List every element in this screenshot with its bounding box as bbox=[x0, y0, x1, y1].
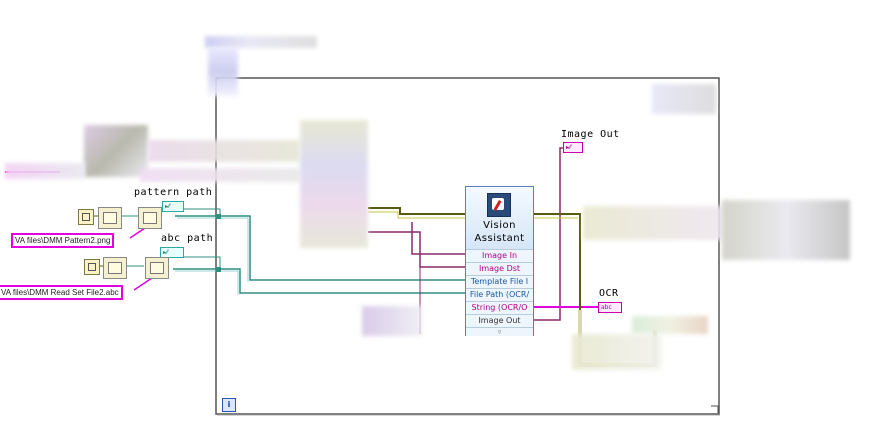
pattern-base-constant[interactable] bbox=[78, 209, 94, 225]
terminal-image-dst[interactable]: Image Dst bbox=[466, 262, 533, 275]
abc-base-constant[interactable] bbox=[84, 259, 100, 275]
abc-strip-path-node[interactable] bbox=[145, 257, 169, 279]
image-dst-terminal-wire bbox=[368, 231, 466, 268]
image-in-wire-2 bbox=[368, 211, 466, 219]
pattern-path-wire bbox=[175, 215, 466, 281]
terminal-image-out[interactable]: Image Out bbox=[466, 314, 533, 327]
blurred-left-band-bottom bbox=[140, 168, 300, 182]
abc-path-junction bbox=[216, 267, 221, 272]
blurred-left-cluster bbox=[84, 125, 148, 177]
vision-assistant-expand-arrow[interactable]: ▿ bbox=[466, 327, 533, 336]
pattern-path-wire-inner bbox=[177, 217, 249, 282]
blurred-cluster-node bbox=[300, 120, 368, 248]
ocr-indicator[interactable]: abc bbox=[598, 302, 622, 313]
vision-assistant-title-2: Assistant bbox=[474, 233, 525, 244]
loop-frame bbox=[215, 77, 720, 415]
pattern-strip-path-node[interactable] bbox=[138, 207, 162, 229]
vision-assistant-title-1: Vision bbox=[483, 220, 516, 231]
loop-iteration-terminal[interactable]: i bbox=[222, 398, 236, 412]
blurred-top-node bbox=[208, 48, 238, 96]
blurred-left-string bbox=[5, 163, 85, 179]
image-out-label: Image Out bbox=[561, 129, 620, 140]
frame-corner-mark bbox=[711, 405, 719, 413]
blurred-right-band bbox=[583, 206, 723, 240]
abc-path-wire-inner bbox=[175, 270, 239, 295]
abc-path-wire bbox=[173, 268, 466, 294]
terminal-file-path-ocr[interactable]: File Path (OCR/ bbox=[466, 288, 533, 301]
pattern-path-junction bbox=[216, 214, 221, 219]
pattern-file-constant[interactable]: VA files\DMM Pattern2.png bbox=[11, 233, 115, 248]
terminal-image-in[interactable]: Image In bbox=[466, 249, 533, 262]
blurred-left-band-top bbox=[148, 140, 300, 162]
blurred-lower-left-band bbox=[572, 334, 662, 370]
cluster-out-wire bbox=[532, 213, 581, 310]
blurred-title bbox=[205, 36, 317, 48]
image-out-indicator[interactable]: ▸⁄⁄ bbox=[563, 142, 583, 153]
vision-assistant-vi[interactable]: Vision Assistant Image In Image Dst Temp… bbox=[465, 186, 534, 336]
path-const-link-1 bbox=[129, 227, 146, 239]
blurred-bottom-node bbox=[362, 306, 422, 336]
terminal-string-ocr[interactable]: String (OCR/O bbox=[466, 301, 533, 314]
path-const-link-2 bbox=[133, 277, 153, 291]
blurred-error-node bbox=[632, 316, 708, 334]
image-in-wire bbox=[368, 207, 466, 215]
abc-file-constant[interactable]: VA files\DMM Read Set File2.abc bbox=[0, 285, 123, 300]
vision-assistant-icon bbox=[487, 193, 511, 217]
pattern-path-indicator[interactable]: ▸⁄⁄ bbox=[162, 201, 184, 212]
blurred-right-output bbox=[722, 200, 850, 260]
image-out-wire bbox=[532, 147, 566, 321]
abc-build-path-node[interactable] bbox=[103, 257, 127, 279]
abc-path-label: abc path bbox=[161, 233, 214, 244]
pattern-build-path-node[interactable] bbox=[98, 207, 122, 229]
terminal-template-file[interactable]: Template File I bbox=[466, 275, 533, 288]
vision-assistant-header: Vision Assistant bbox=[466, 187, 533, 250]
blurred-right-top bbox=[652, 84, 716, 114]
abc-to-indicator-wire bbox=[164, 256, 221, 269]
pattern-path-label: pattern path bbox=[134, 187, 213, 198]
ocr-label: OCR bbox=[599, 288, 619, 299]
abc-path-indicator[interactable]: ▸⁄⁄ bbox=[160, 247, 184, 258]
